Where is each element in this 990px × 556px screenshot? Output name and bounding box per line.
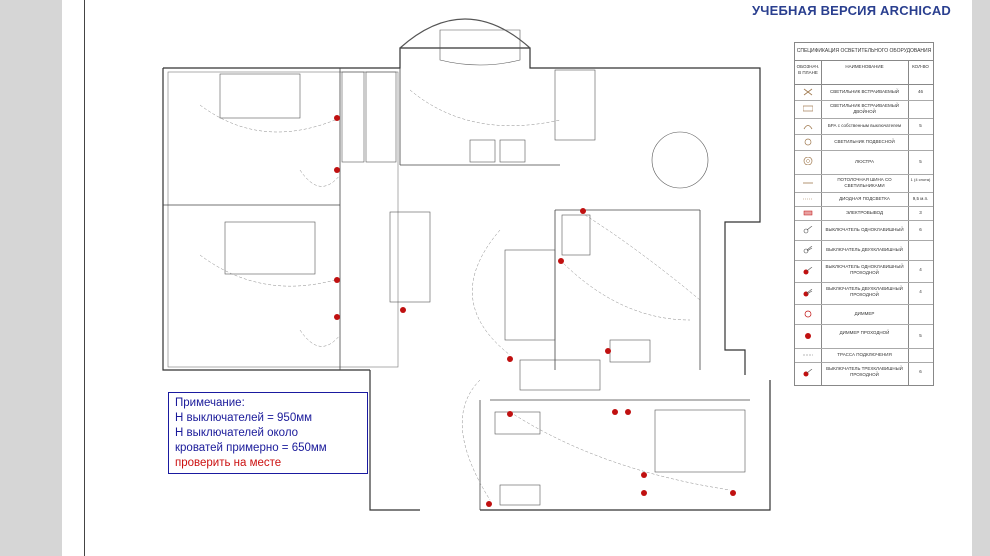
legend-row-name: СВЕТИЛЬНИК ПОДВЕСНОЙ: [834, 139, 895, 144]
legend-row-qty: 3: [919, 210, 922, 215]
legend-row-name: ВЫКЛЮЧАТЕЛЬ ОДНОКЛАВИШНЫЙ: [825, 227, 904, 232]
legend-divider: [908, 60, 909, 385]
legend-row-qty: 6: [919, 369, 922, 374]
legend-row: ВЫКЛЮЧАТЕЛЬ ДВУХКЛАВИШНЫЙ: [795, 240, 933, 261]
legend-header: ОБОЗНАЧ. В ПЛАНЕ НАИМЕНОВАНИЕ КОЛ-ВО: [795, 60, 933, 85]
legend-row-qty: 4: [919, 289, 922, 294]
legend-row: СВЕТИЛЬНИК ПОДВЕСНОЙ: [795, 134, 933, 151]
legend-row-name: ДИММЕР ПРОХОДНОЙ: [839, 330, 890, 335]
legend-row-name: ЛЮСТРА: [855, 159, 874, 164]
wiring-route-icon: [803, 354, 813, 356]
legend-row: СВЕТИЛЬНИК ВСТРАИВАЕМЫЙ ДВОЙНОЙ: [795, 100, 933, 119]
legend-row-qty: 1 (4 спота): [910, 177, 931, 182]
legend-row: ПОТОЛОЧНАЯ ШИНА СО СВЕТИЛЬНИКАМИ 1 (4 сп…: [795, 174, 933, 193]
led-strip-icon: [803, 198, 813, 200]
legend-row-qty: 6: [919, 227, 922, 232]
lighting-specification-table: СПЕЦИФИКАЦИЯ ОСВЕТИТЕЛЬНОГО ОБОРУДОВАНИЯ…: [794, 42, 934, 386]
legend-row: ВЫКЛЮЧАТЕЛЬ ДВУХКЛАВИШНЫЙ ПРОХОДНОЙ 4: [795, 282, 933, 305]
single-pass-switch-icon: [803, 267, 813, 275]
legend-row-name: ТРАССА ПОДКЛЮЧЕНИЯ: [837, 352, 892, 357]
installation-note: Примечание: Н выключателей = 950мм Н вык…: [168, 392, 368, 474]
legend-row-qty: 5: [919, 333, 922, 338]
legend-row: ВЫКЛЮЧАТЕЛЬ ТРЕХКЛАВИШНЫЙ ПРОХОДНОЙ 6: [795, 362, 933, 384]
legend-row-qty: 46: [917, 89, 923, 94]
legend-row-name: ЭЛЕКТРОВЫВОД: [845, 210, 884, 215]
legend-row-qty: 9,5 м.п.: [912, 196, 929, 201]
legend-row: БРА с собственным выключателем 5: [795, 118, 933, 135]
pendant-light-icon: [804, 138, 812, 146]
sheet-border: [84, 0, 85, 556]
legend-row-name: СВЕТИЛЬНИК ВСТРАИВАЕМЫЙ: [830, 89, 899, 94]
legend-row-name: БРА с собственным выключателем: [827, 123, 902, 128]
legend-title: СПЕЦИФИКАЦИЯ ОСВЕТИТЕЛЬНОГО ОБОРУДОВАНИЯ: [795, 43, 933, 61]
legend-row-qty: 4: [919, 267, 922, 272]
legend-row-qty: 5: [919, 159, 922, 164]
double-switch-icon: [803, 246, 813, 254]
legend-row: ЭЛЕКТРОВЫВОД 3: [795, 206, 933, 221]
legend-col-qty: КОЛ-ВО: [912, 64, 929, 69]
legend-row-qty: 5: [919, 123, 922, 128]
legend-row-name: ВЫКЛЮЧАТЕЛЬ ОДНОКЛАВИШНЫЙ ПРОХОДНОЙ: [825, 264, 904, 275]
legend-row-name: ВЫКЛЮЧАТЕЛЬ ДВУХКЛАВИШНЫЙ: [826, 247, 903, 252]
legend-row: ДИММЕР: [795, 304, 933, 325]
note-switch-height: Н выключателей = 950мм: [175, 412, 313, 424]
sconce-icon: [803, 125, 813, 130]
legend-row-name: СВЕТИЛЬНИК ВСТРАИВАЕМЫЙ ДВОЙНОЙ: [830, 103, 899, 114]
watermark-title: УЧЕБНАЯ ВЕРСИЯ ARCHICAD: [752, 3, 951, 18]
note-bedside-height: кроватей примерно = 650мм: [175, 442, 327, 454]
ceiling-track-icon: [803, 182, 813, 184]
legend-row: ТРАССА ПОДКЛЮЧЕНИЯ: [795, 348, 933, 363]
legend-divider: [821, 60, 822, 385]
power-outlet-icon: [803, 210, 813, 216]
legend-col-name: НАИМЕНОВАНИЕ: [845, 64, 884, 69]
legend-row-name: ВЫКЛЮЧАТЕЛЬ ДВУХКЛАВИШНЫЙ ПРОХОДНОЙ: [826, 286, 903, 297]
recessed-light-icon: [803, 88, 813, 96]
note-heading: Примечание:: [175, 397, 245, 409]
chandelier-icon: [803, 157, 813, 165]
legend-row-name: ДИММЕР: [854, 311, 875, 316]
double-recessed-light-icon: [803, 105, 813, 112]
legend-row: ВЫКЛЮЧАТЕЛЬ ОДНОКЛАВИШНЫЙ ПРОХОДНОЙ 4: [795, 260, 933, 283]
note-bedside-label: Н выключателей около: [175, 427, 299, 439]
legend-row: СВЕТИЛЬНИК ВСТРАИВАЕМЫЙ 46: [795, 84, 933, 101]
legend-row: ДИММЕР ПРОХОДНОЙ 5: [795, 324, 933, 349]
double-pass-switch-icon: [803, 289, 813, 297]
legend-row: ЛЮСТРА 5: [795, 150, 933, 175]
legend-row: ДИОДНАЯ ПОДСВЕТКА 9,5 м.п.: [795, 192, 933, 207]
dimmer-icon: [804, 310, 812, 318]
legend-col-symbol: ОБОЗНАЧ. В ПЛАНЕ: [796, 64, 820, 75]
legend-row-name: ПОТОЛОЧНАЯ ШИНА СО СВЕТИЛЬНИКАМИ: [837, 177, 892, 188]
single-switch-icon: [803, 226, 813, 234]
note-check-on-site: проверить на месте: [175, 457, 282, 469]
legend-row-name: ВЫКЛЮЧАТЕЛЬ ТРЕХКЛАВИШНЫЙ ПРОХОДНОЙ: [826, 366, 903, 377]
pass-dimmer-icon: [805, 333, 811, 339]
triple-pass-switch-icon: [803, 369, 813, 377]
legend-row-name: ДИОДНАЯ ПОДСВЕТКА: [839, 196, 890, 201]
legend-row: ВЫКЛЮЧАТЕЛЬ ОДНОКЛАВИШНЫЙ 6: [795, 220, 933, 241]
